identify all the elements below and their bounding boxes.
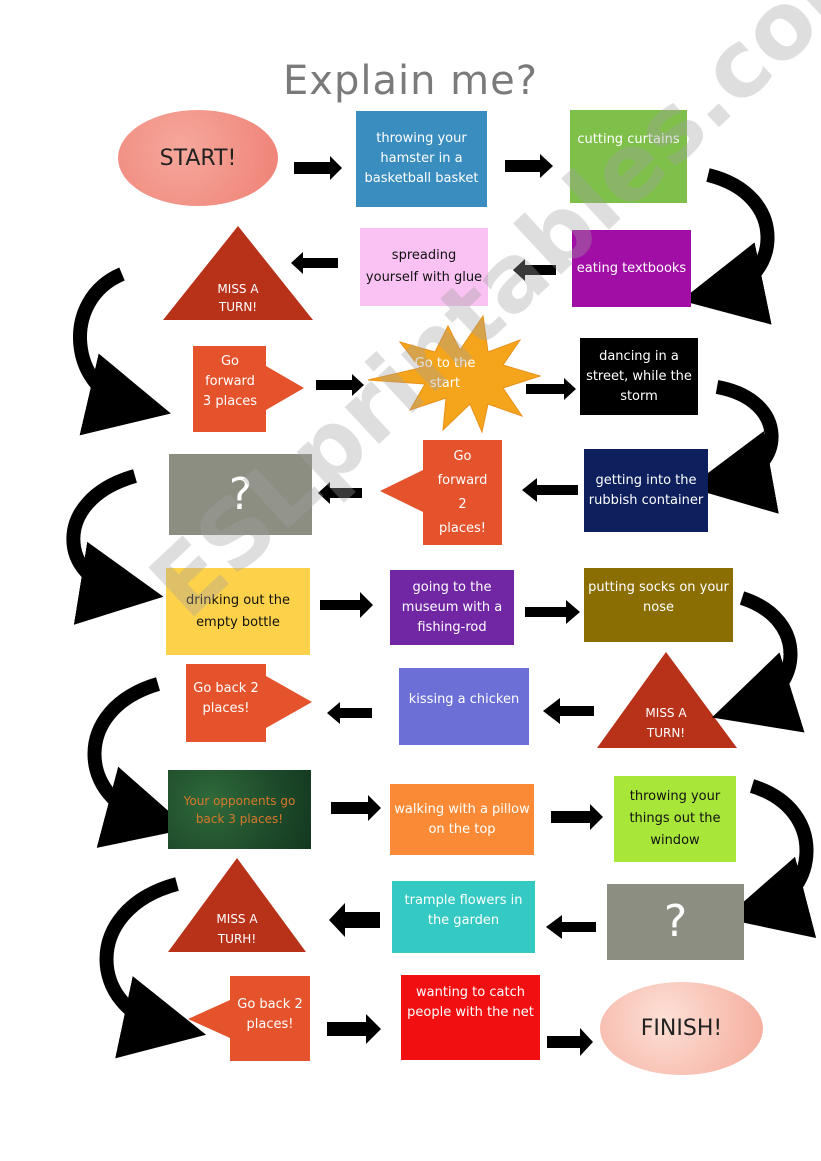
forward-2-orange-arrow — [380, 440, 502, 545]
arrow-right-5 — [320, 592, 373, 618]
square-pillow: walking with a pillow on the top — [390, 784, 534, 855]
arrow-right-7 — [331, 795, 381, 821]
square-bottle: drinking out the empty bottle — [166, 568, 310, 655]
forward-3-line-2: forward — [205, 374, 255, 389]
miss-turn-3-label: MISS A TURH! — [216, 912, 258, 946]
square-dancing: dancing in a street, while the storm — [580, 338, 698, 415]
miss-turn-triangle-2 — [597, 652, 737, 748]
curve-arrow-7 — [724, 779, 817, 939]
square-opponents: Your opponents go back 3 places! — [168, 770, 311, 849]
square-socks: putting socks on your nose — [584, 568, 733, 642]
miss-turn-triangle-3 — [168, 858, 306, 952]
arrow-right-1 — [294, 156, 342, 180]
miss-turn-triangle-1 — [163, 226, 313, 320]
question-box-2: ? — [607, 884, 744, 960]
square-rubbish: getting into the rubbish container — [584, 449, 708, 532]
arrow-right-3 — [316, 374, 364, 396]
miss-turn-1-label: MISS A TURN! — [217, 282, 259, 314]
arrow-left-8 — [546, 915, 596, 939]
square-hamster: throwing your hamster in a basketball ba… — [356, 111, 487, 207]
arrow-left-7 — [329, 903, 380, 937]
square-things: throwing your things out the window — [614, 776, 736, 862]
arrow-left-3 — [318, 482, 362, 504]
arrow-right-10 — [547, 1028, 593, 1056]
question-box-1: ? — [169, 454, 312, 535]
arrow-right-9 — [327, 1014, 381, 1044]
arrow-right-8 — [551, 804, 603, 830]
back-2a-label: Go back 2 places! — [193, 681, 259, 716]
arrow-right-2 — [505, 154, 553, 178]
back-2b-label: Go back 2 places! — [237, 997, 303, 1032]
arrow-left-2 — [513, 259, 556, 281]
square-curtains: cutting curtains — [570, 110, 687, 203]
forward-3-orange-arrow — [193, 346, 304, 432]
arrow-right-4 — [526, 378, 576, 400]
arrow-left-5 — [327, 702, 372, 724]
arrow-left-4 — [522, 478, 578, 502]
square-textbooks: eating textbooks — [572, 230, 691, 307]
forward-3-line-3: 3 places — [202, 394, 258, 409]
arrow-right-6 — [525, 600, 580, 624]
curve-arrow-3 — [688, 380, 779, 514]
finish-oval: FINISH! — [600, 982, 763, 1075]
arrow-left-1 — [291, 252, 338, 274]
back-2a-orange-arrow — [186, 664, 312, 742]
page-title: Explain me? — [283, 58, 538, 104]
back-2b-orange-arrow — [188, 976, 310, 1061]
arrow-left-6 — [543, 698, 594, 724]
square-chicken: kissing a chicken — [399, 668, 529, 745]
curve-arrow-2 — [73, 267, 171, 436]
curve-arrow-5 — [711, 591, 805, 733]
go-to-start-star — [367, 314, 542, 434]
start-oval: START! — [118, 110, 278, 206]
forward-3-line-1: Go — [220, 354, 240, 369]
curve-arrow-8 — [99, 877, 207, 1059]
forward-3-text: Go forward 3 places — [193, 352, 267, 412]
square-net: wanting to catch people with the net — [401, 975, 540, 1060]
curve-arrow-1 — [680, 168, 775, 325]
miss-turn-2-label: MISS A TURN! — [645, 706, 687, 740]
square-flowers: trample flowers in the garden — [392, 881, 535, 953]
curve-arrow-4 — [66, 469, 164, 625]
curve-arrow-6 — [87, 677, 189, 848]
square-glue: spreading yourself with glue — [360, 228, 488, 306]
forward-2-label: Go forward 2 places! — [437, 448, 488, 536]
go-to-start-label: Go to the start — [414, 356, 476, 391]
square-museum: going to the museum with a fishing-rod — [390, 570, 514, 645]
